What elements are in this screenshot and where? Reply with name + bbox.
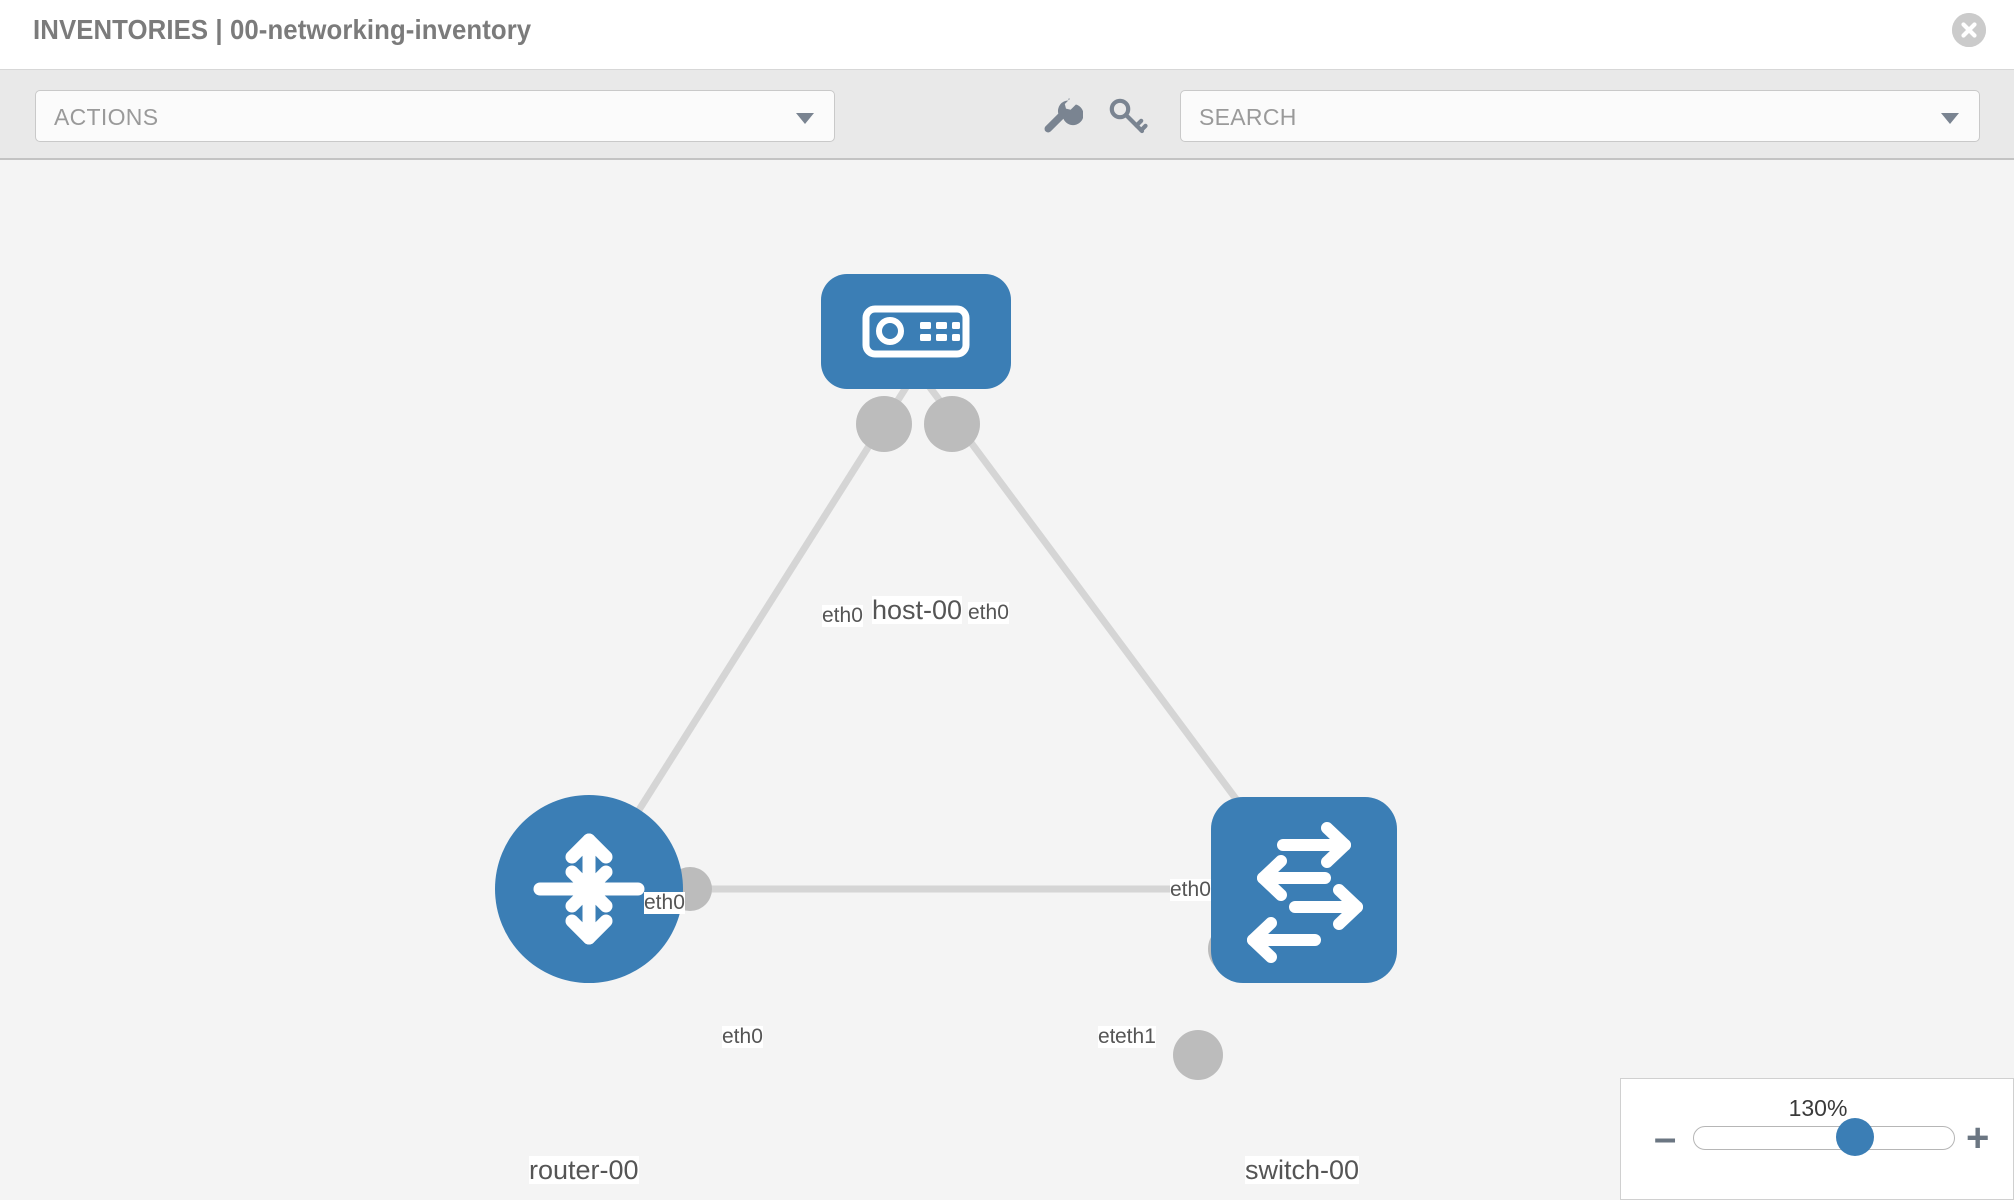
switch-uplink-label: eth0 (1170, 878, 1211, 902)
node-host-00 (821, 274, 1011, 389)
node-label-host-00: host-00 (872, 595, 963, 625)
node-label-router-00: router-00 (529, 1155, 639, 1185)
chevron-down-icon (796, 113, 814, 124)
switch-bidirectional-arrows-icon (1247, 822, 1363, 963)
zoom-slider-track[interactable] (1693, 1126, 1955, 1150)
page-header: INVENTORIES | 00-networking-inventory (0, 0, 2014, 70)
host-left-port-label: eth0 (822, 604, 863, 628)
toolbar: ACTIONS SEARCH (0, 70, 2014, 160)
zoom-level-value: 130% (1788, 1095, 1848, 1121)
router-trunk-label: eth0 (722, 1025, 763, 1049)
topology-graph (495, 274, 1397, 1080)
port-host-right (924, 396, 980, 452)
key-icon[interactable] (1103, 92, 1151, 140)
node-switch-00 (1211, 797, 1397, 983)
zoom-control-panel: 130% – + (1620, 1078, 2014, 1200)
server-appliance-icon (862, 305, 970, 358)
host-right-port-label: eth0 (968, 601, 1009, 625)
ports (668, 396, 1258, 1080)
wrench-icon[interactable] (1035, 92, 1084, 140)
chevron-down-icon (1941, 113, 1959, 124)
page-title: INVENTORIES | 00-networking-inventory (33, 14, 532, 45)
zoom-slider-thumb[interactable] (1836, 1118, 1875, 1156)
search-placeholder: SEARCH (1199, 104, 1297, 130)
zoom-in-button[interactable]: + (1966, 1116, 1990, 1160)
close-icon[interactable] (1952, 13, 1986, 47)
router-uplink-label: eth0 (644, 891, 685, 915)
zoom-out-button[interactable]: – (1654, 1116, 1677, 1160)
node-label-switch-00: switch-00 (1245, 1155, 1360, 1185)
switch-trunk-label-b: eth1 (1115, 1025, 1156, 1049)
topology-canvas[interactable]: eth0 eth0 eth0 eth0 eth0 eth0 eth1 host-… (0, 162, 2014, 1200)
actions-dropdown-label: ACTIONS (54, 104, 159, 130)
search-input[interactable]: SEARCH (1180, 90, 1980, 142)
edge-host-router (586, 368, 920, 891)
port-host-left (856, 396, 912, 452)
router-four-arrows-icon (533, 833, 645, 945)
actions-dropdown[interactable]: ACTIONS (35, 90, 835, 142)
node-router-00 (495, 795, 683, 983)
port-switch-left (1173, 1030, 1223, 1080)
